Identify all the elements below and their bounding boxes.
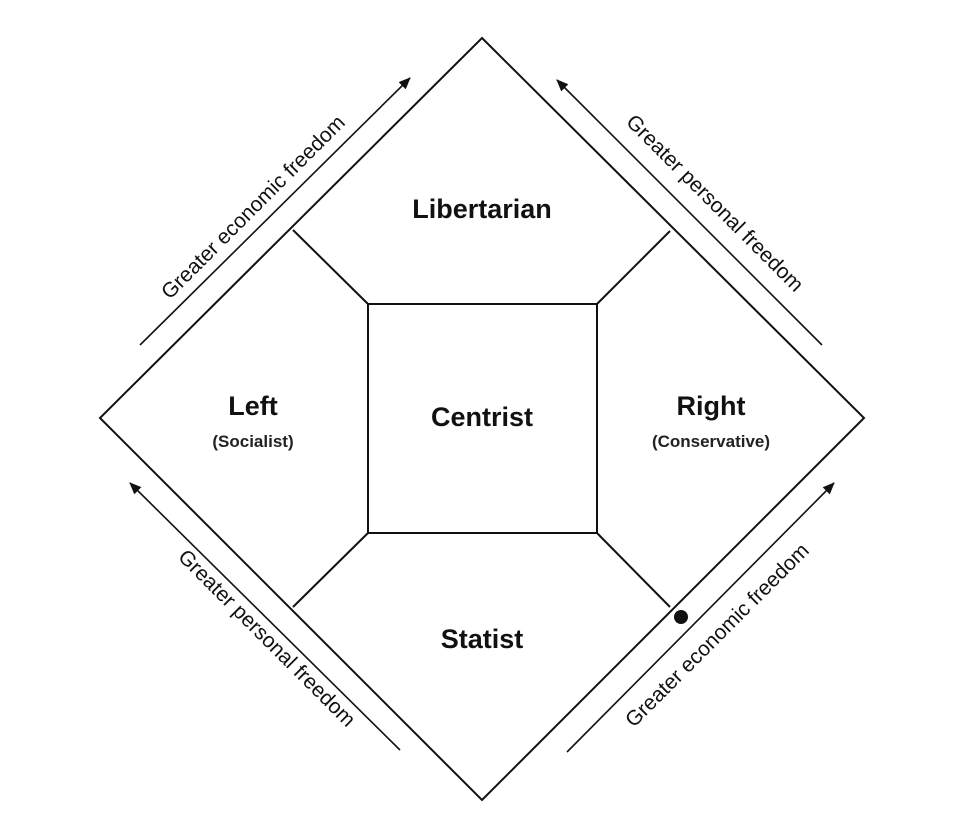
label-left: Left <box>228 391 278 421</box>
axis-label-bottom-right: Greater economic freedom <box>621 539 814 732</box>
position-dot <box>674 610 688 624</box>
arrow-bottom-left <box>129 482 401 751</box>
label-libertarian: Libertarian <box>412 194 552 224</box>
divider-top-right <box>596 230 671 305</box>
arrow-top-right <box>556 79 823 346</box>
label-statist: Statist <box>441 624 524 654</box>
axis-label-top-left: Greater economic freedom <box>157 111 350 304</box>
label-left-sub: (Socialist) <box>212 432 293 451</box>
outer-diamond <box>98 36 866 802</box>
axis-label-bottom-left: Greater personal freedom <box>173 545 359 731</box>
arrow-top-left <box>139 77 411 346</box>
divider-bottom-left <box>292 532 369 608</box>
label-right-sub: (Conservative) <box>652 432 770 451</box>
label-right: Right <box>677 391 746 421</box>
divider-bottom-right <box>596 532 671 608</box>
label-centrist: Centrist <box>431 402 533 432</box>
divider-top-left <box>292 229 369 305</box>
centrist-square <box>367 303 598 534</box>
arrow-bottom-right <box>566 482 835 753</box>
